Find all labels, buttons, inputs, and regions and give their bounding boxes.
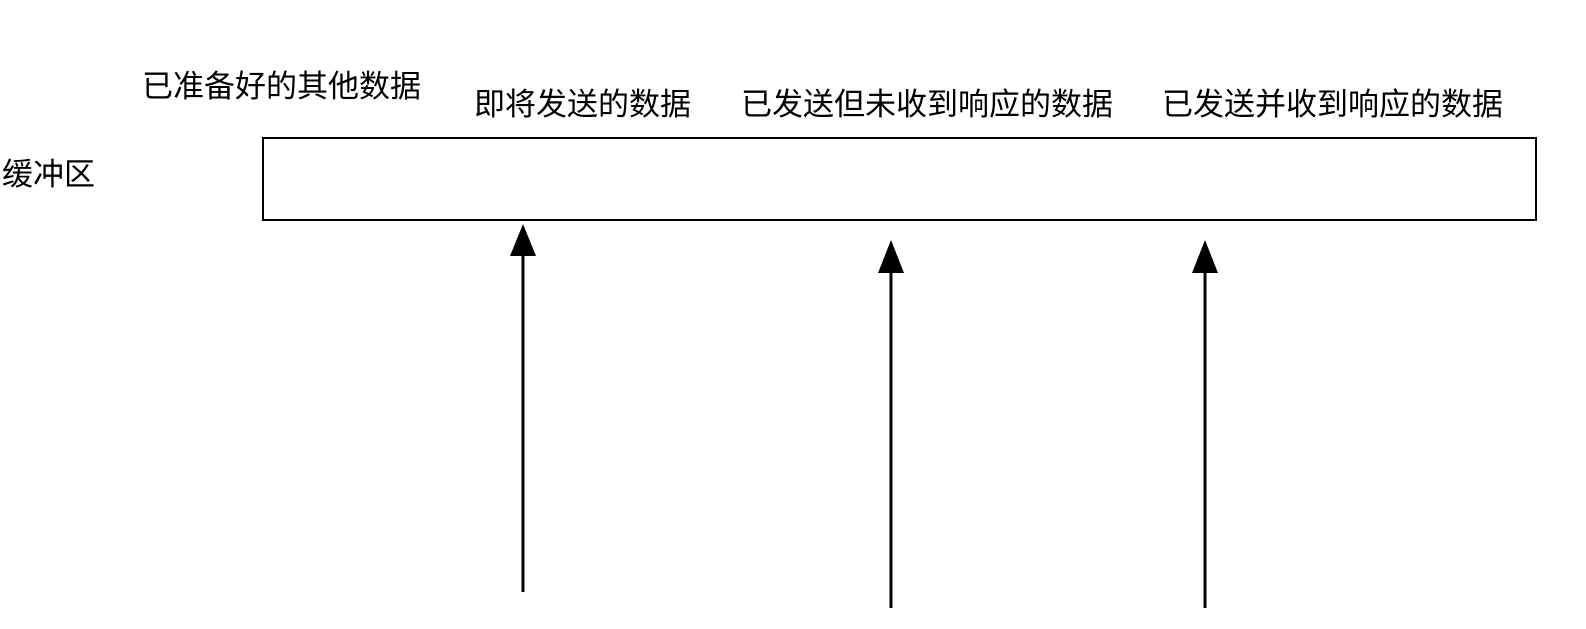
sent-and-acked-label: 已发送并收到响应的数据 (1162, 87, 1503, 123)
arrow-head (1192, 240, 1218, 273)
ready-other-data-label: 已准备好的其他数据 (142, 69, 421, 105)
pointer-arrow-sent-and-acked (1192, 240, 1218, 608)
arrow-head (510, 224, 536, 256)
buffer-box (262, 137, 1537, 221)
buffer-label: 缓冲区 (2, 157, 95, 193)
arrow-head (878, 240, 904, 273)
data-to-send-label: 即将发送的数据 (474, 87, 691, 123)
pointer-arrow-sent-not-acked (878, 240, 904, 608)
sent-not-acked-label: 已发送但未收到响应的数据 (741, 87, 1113, 123)
pointer-arrow-to-send (510, 224, 536, 592)
